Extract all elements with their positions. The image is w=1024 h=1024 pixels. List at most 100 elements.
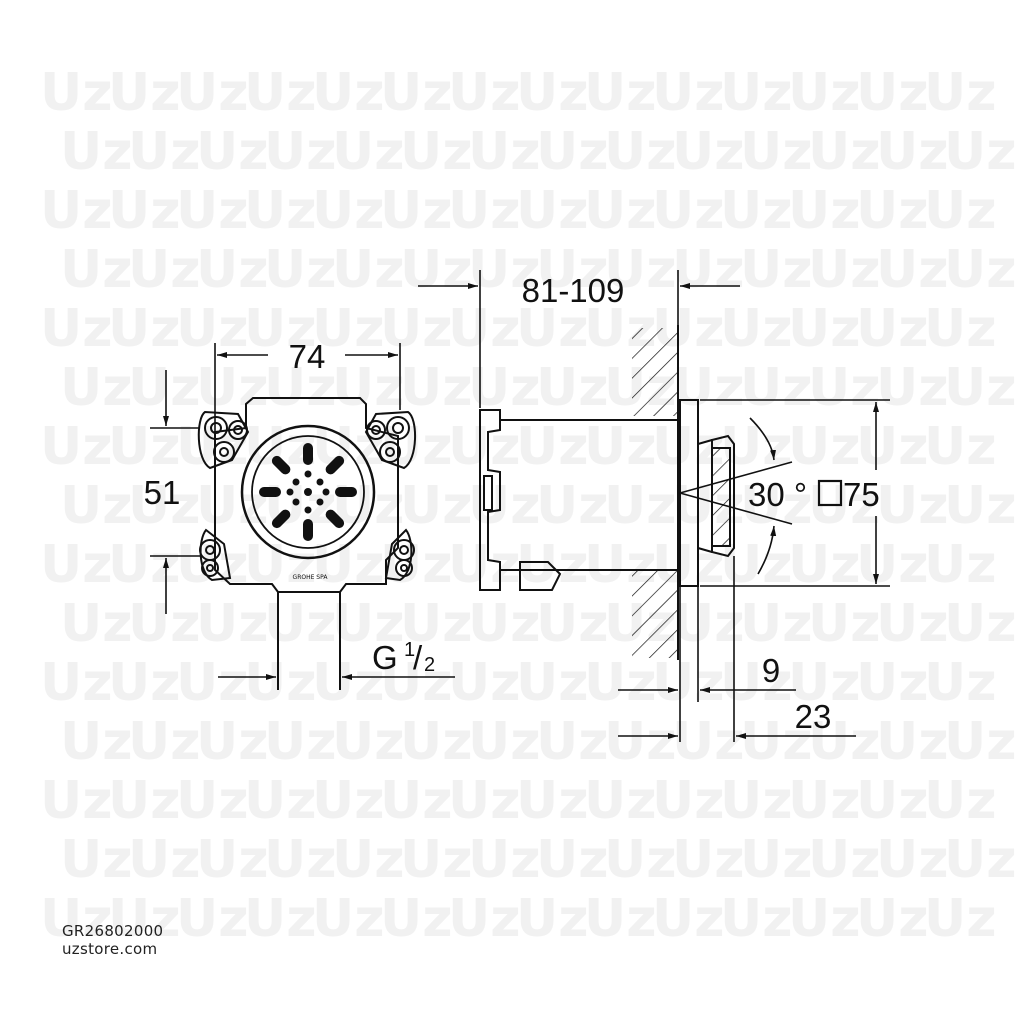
watermark-tile: Uz — [516, 299, 589, 359]
watermark-tile: Uz — [652, 653, 725, 713]
watermark-tile: Uz — [244, 535, 317, 595]
spray-slot — [271, 509, 291, 529]
watermark-tile: Uz — [40, 771, 113, 831]
watermark-tile: Uz — [264, 122, 337, 182]
thread-dimension-g: G — [372, 639, 398, 676]
watermark-tile: Uz — [604, 122, 677, 182]
thread-fraction-numerator: 1 — [404, 639, 415, 661]
watermark-tile: Uz — [808, 594, 881, 654]
watermark-tile: Uz — [536, 122, 609, 182]
watermark-tile: Uz — [40, 417, 113, 477]
watermark-tile: Uz — [128, 476, 201, 536]
watermark-tile: Uz — [876, 594, 949, 654]
watermark-tile: Uz — [108, 63, 181, 123]
watermark-tile: Uz — [332, 240, 405, 300]
brand-mark: GROHE SPA — [293, 574, 329, 581]
watermark-tile: Uz — [264, 594, 337, 654]
watermark-tile: Uz — [652, 63, 725, 123]
watermark-tile: Uz — [944, 122, 1017, 182]
watermark-tile: Uz — [808, 122, 881, 182]
watermark-tile: Uz — [196, 594, 269, 654]
watermark-tile: Uz — [944, 594, 1017, 654]
watermark-tile: Uz — [652, 889, 725, 949]
watermark-tile: Uz — [60, 594, 133, 654]
watermark-tile: Uz — [516, 771, 589, 831]
watermark-tile: Uz — [856, 535, 929, 595]
watermark-tile: Uz — [856, 299, 929, 359]
watermark-tile: Uz — [332, 830, 405, 890]
watermark-tile: Uz — [400, 240, 473, 300]
thread-fraction-slash: / — [413, 639, 423, 676]
watermark-tile: Uz — [176, 299, 249, 359]
watermark-tile: Uz — [448, 771, 521, 831]
watermark-tile: Uz — [332, 712, 405, 772]
inlet-elbow — [519, 561, 562, 591]
watermark-tile: Uz — [60, 476, 133, 536]
watermark-tile: Uz — [536, 358, 609, 418]
watermark-tile: Uz — [536, 712, 609, 772]
watermark-tile: Uz — [60, 240, 133, 300]
watermark-tile: Uz — [720, 653, 793, 713]
watermark-tile: Uz — [264, 830, 337, 890]
watermark-tile: Uz — [176, 889, 249, 949]
watermark-tile: Uz — [788, 417, 861, 477]
right-mounting-lugs — [364, 410, 417, 582]
watermark-tile: Uz — [40, 63, 113, 123]
watermark-tile: Uz — [740, 594, 813, 654]
watermark-tile: Uz — [400, 830, 473, 890]
side-dimensions — [418, 270, 890, 742]
watermark-tile: Uz — [924, 417, 997, 477]
watermark-tile: Uz — [380, 63, 453, 123]
watermark-tile: Uz — [400, 712, 473, 772]
watermark-tile: Uz — [924, 653, 997, 713]
watermark-tile: Uz — [244, 63, 317, 123]
watermark-tile: Uz — [468, 830, 541, 890]
watermark-tile: Uz — [380, 535, 453, 595]
watermark-tile: Uz — [128, 358, 201, 418]
watermark-tile: Uz — [128, 712, 201, 772]
watermark-tile: Uz — [244, 889, 317, 949]
watermark-tile: Uz — [196, 240, 269, 300]
overall-dimension-23: 23 — [795, 698, 832, 735]
watermark-tile: Uz — [196, 476, 269, 536]
watermark-tile: Uz — [876, 830, 949, 890]
watermark-tile: Uz — [536, 830, 609, 890]
spray-slot — [303, 443, 313, 465]
spray-slot — [325, 509, 345, 529]
watermark-tile: Uz — [400, 122, 473, 182]
watermark-tile: Uz — [448, 653, 521, 713]
watermark-tile: Uz — [312, 63, 385, 123]
watermark-tile: Uz — [536, 476, 609, 536]
watermark-tile: Uz — [720, 889, 793, 949]
watermark-tile: Uz — [516, 653, 589, 713]
watermark-tile: Uz — [740, 122, 813, 182]
watermark-tile: Uz — [584, 771, 657, 831]
spray-nozzle-face — [240, 424, 376, 560]
watermark-tile: Uz — [672, 122, 745, 182]
watermark-tile: Uz — [448, 417, 521, 477]
watermark-tile: Uz — [176, 63, 249, 123]
spray-slot — [325, 455, 345, 475]
watermark-tile: Uz — [448, 63, 521, 123]
watermark-tile: Uz — [196, 122, 269, 182]
watermark-tile: Uz — [788, 889, 861, 949]
watermark-tile: Uz — [604, 476, 677, 536]
watermark-tile: Uz — [244, 299, 317, 359]
watermark-tile: Uz — [672, 594, 745, 654]
watermark-tile: Uz — [788, 181, 861, 241]
watermark-tile: Uz — [808, 712, 881, 772]
watermark-tile: Uz — [332, 594, 405, 654]
watermark-tile: Uz — [856, 181, 929, 241]
watermark-tile: Uz — [924, 299, 997, 359]
face-dimension-9: 9 — [762, 652, 780, 689]
inlet-pipe — [277, 592, 341, 690]
watermark-tile: Uz — [40, 299, 113, 359]
watermark-tile: Uz — [40, 889, 113, 949]
watermark-tile: Uz — [604, 240, 677, 300]
watermark-tile: Uz — [176, 181, 249, 241]
watermark-tile: Uz — [808, 358, 881, 418]
watermark-tile: Uz — [740, 358, 813, 418]
front-view — [197, 397, 417, 690]
watermark-tile: Uz — [856, 417, 929, 477]
